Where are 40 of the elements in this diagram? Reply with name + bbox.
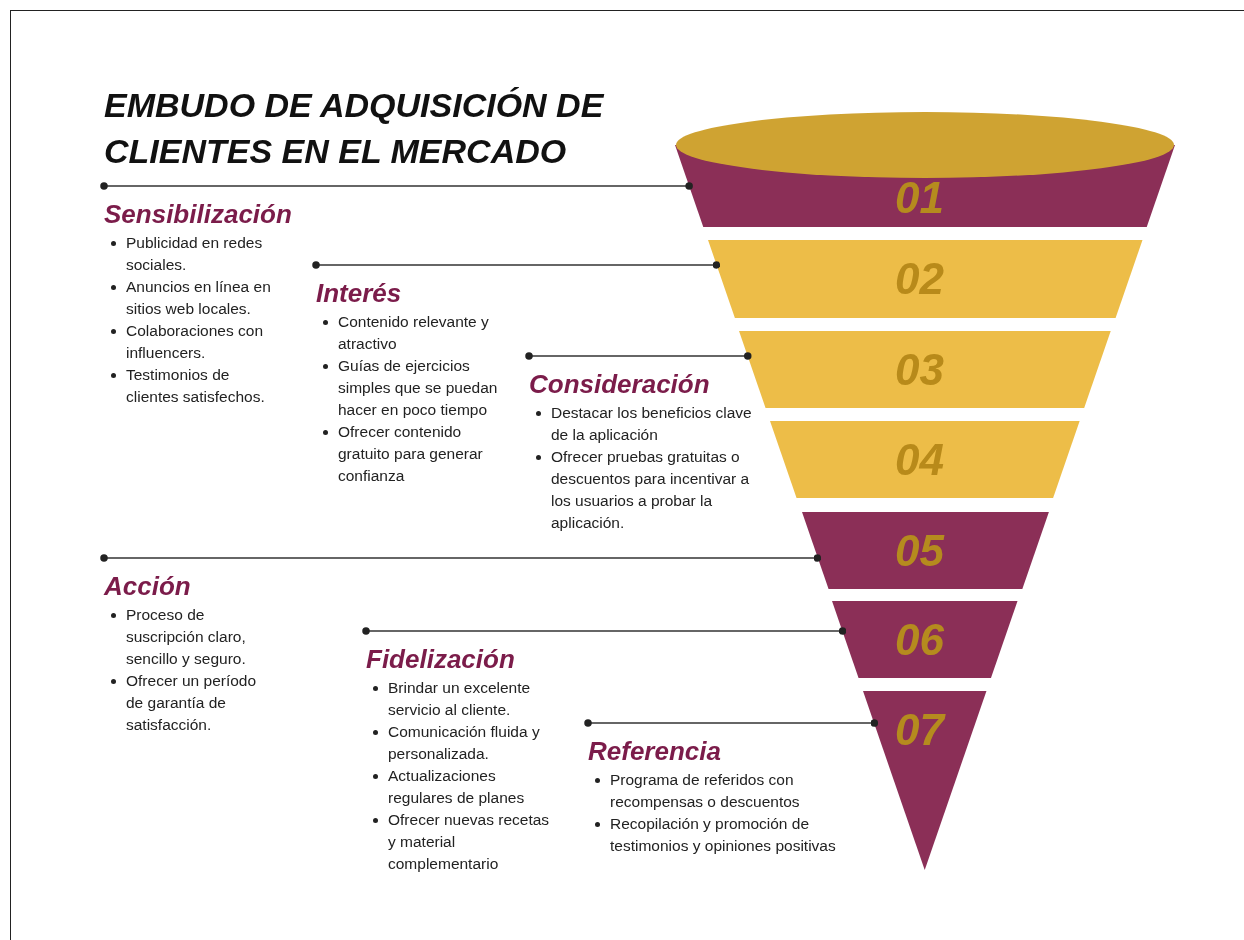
bullet-item: Ofrecer nuevas recetas y material complementario xyxy=(388,811,550,872)
stage-heading: Acción xyxy=(104,570,191,602)
bullet-item: Actualizaciones regulares de planes xyxy=(388,767,525,806)
bullet-item: Anuncios en línea en sitios web locales. xyxy=(126,278,271,317)
bullet-item: Recopilación y promoción de testimonios y opiniones positivas xyxy=(610,815,836,854)
funnel-segment xyxy=(832,601,1018,678)
bullet-item: Contenido relevante y atractivo xyxy=(338,313,489,352)
funnel-segment xyxy=(770,421,1080,498)
bullet-item: Destacar los beneficios clave de la aplicación xyxy=(551,404,752,443)
leader-line xyxy=(312,261,721,269)
stage-heading: Referencia xyxy=(588,735,721,767)
stage-heading: Consideración xyxy=(529,368,710,400)
funnel-segment xyxy=(801,512,1049,589)
title: EMBUDO DE ADQUISICIÓN DE CLIENTES EN EL MERCADO xyxy=(104,85,606,172)
leader-line xyxy=(362,627,847,635)
funnel-segment xyxy=(739,331,1111,408)
bullet-item: Guías de ejercicios simples que se puedan hacer en poco tiempo xyxy=(338,357,498,418)
stage-number: 07 xyxy=(895,705,944,755)
bullet-item: Brindar un excelente servicio al cliente. xyxy=(388,679,531,718)
bullet-item: Testimonios de clientes satisfechos. xyxy=(126,366,265,405)
funnel-segment xyxy=(707,240,1143,318)
funnel-segment xyxy=(863,691,987,870)
stage-heading: Fidelización xyxy=(366,643,515,675)
leader-line xyxy=(100,554,822,562)
stage-number: 05 xyxy=(895,525,944,576)
bullet-item: Ofrecer contenido gratuito para generar confianza xyxy=(338,423,483,484)
stage-heading: Sensibilización xyxy=(104,198,292,230)
stage-heading: Interés xyxy=(316,277,402,309)
bullet-item: Comunicación fluida y personalizada. xyxy=(388,723,540,762)
leader-line xyxy=(100,182,693,190)
stage-number: 01 xyxy=(895,173,944,223)
bullet-item: Ofrecer un período de garantía de satisfacción. xyxy=(126,672,257,733)
bullet-item: Programa de referidos con recompensas o descuentos xyxy=(610,771,800,810)
leader-line xyxy=(584,719,879,727)
bullet-item: Proceso de suscripción claro, sencillo y seguro. xyxy=(126,606,246,667)
bullet-item: Ofrecer pruebas gratuitas o descuentos para incentivar a los usuarios a probar la aplicación. xyxy=(551,448,750,531)
bullet-item: Publicidad en redes sociales. xyxy=(126,234,263,273)
leader-line xyxy=(525,352,752,360)
bullet-item: Colaboraciones con influencers. xyxy=(126,322,263,361)
stage-number: 06 xyxy=(895,614,944,665)
